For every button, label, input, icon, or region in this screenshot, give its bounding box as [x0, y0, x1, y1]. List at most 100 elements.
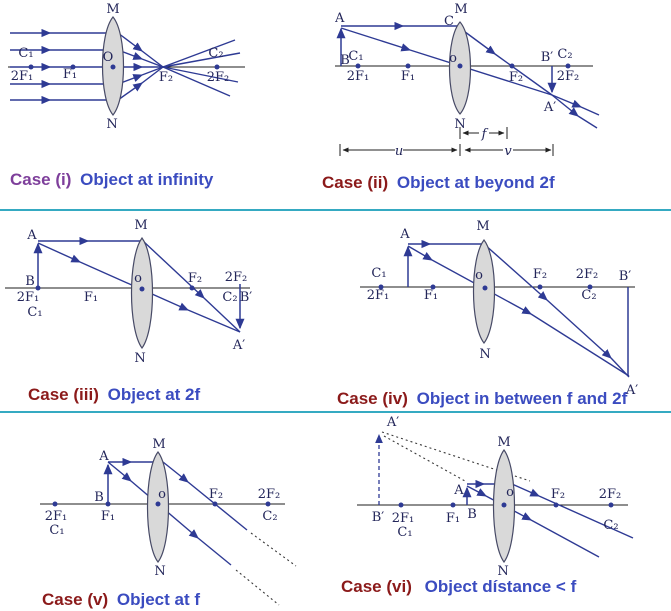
label-2f2: 2F₂	[225, 270, 248, 285]
label-f1: F₁	[101, 509, 115, 524]
label-o: o	[449, 51, 457, 66]
ray-segment	[407, 245, 433, 261]
ray-segment	[551, 94, 583, 108]
point-2f1-dot	[52, 501, 58, 507]
label-2f1: 2F₁	[17, 290, 40, 305]
point-2f1-dot	[355, 63, 361, 69]
label-b-prime: B′	[541, 50, 554, 65]
ray-segment	[409, 49, 553, 96]
virtual-ray-dotted	[381, 431, 531, 482]
point-2f2-dot	[587, 284, 593, 290]
diagram-case-v: A B 2F₁ C₁ F₁ M o N F₂ 2F₂ C₂	[40, 437, 297, 606]
label-n: N	[106, 117, 117, 132]
convex-lens	[130, 236, 154, 350]
caption-description: Object at beyond 2f	[396, 173, 555, 192]
caption-description: Object dístance < f	[424, 577, 577, 596]
ray-segment	[117, 82, 143, 101]
label-m: M	[152, 437, 165, 452]
label-n: N	[154, 564, 165, 579]
label-2f2: 2F₂	[258, 487, 281, 502]
label-b: B	[340, 53, 350, 68]
label-f1: F₁	[446, 511, 460, 526]
ray-segment	[577, 115, 598, 129]
label-2f1: 2F₁	[45, 509, 68, 524]
label-c2: C₂	[581, 288, 596, 303]
label-a-prime: A′	[232, 338, 245, 353]
label-o: O	[103, 50, 114, 65]
label-n: N	[134, 351, 145, 366]
label-o: o	[158, 487, 166, 502]
caption-case-label: Case (ii)	[322, 173, 389, 192]
label-c2: C₂	[208, 46, 223, 61]
optical-centre-dot	[155, 501, 161, 507]
label-c2: C₂	[222, 290, 237, 305]
ray-segment	[117, 32, 143, 52]
ray-segment	[511, 483, 541, 497]
point-2f1-dot	[378, 284, 384, 290]
caption-case-label: Case (v)	[42, 590, 109, 609]
label-a: A	[399, 227, 410, 242]
optical-centre-dot	[482, 285, 488, 291]
ray-segment	[203, 297, 241, 333]
label-a: A	[26, 228, 37, 243]
ray-segment	[340, 27, 412, 52]
label-2f2: 2F₂	[599, 487, 622, 502]
ray-segment	[141, 50, 164, 68]
ray-segment	[162, 52, 241, 68]
point-f2-dot	[189, 285, 195, 291]
point-f1-dot	[70, 64, 76, 70]
label-2f2: 2F₂	[207, 70, 230, 85]
label-f1: F₁	[401, 69, 415, 84]
label-a: A	[453, 483, 464, 498]
caption-case-iii: Case (iii) Object at 2f	[28, 385, 200, 405]
point-f2-dot	[537, 284, 543, 290]
convex-lens	[146, 451, 170, 563]
point-2f2-dot	[265, 501, 271, 507]
point-2f2-dot	[565, 63, 571, 69]
label-f2: F₂	[159, 70, 173, 85]
label-o: o	[506, 485, 514, 500]
diagram-case-ii: A B C₁ 2F₁ F₁ C M o N F₂ B′ C₂ 2F₂ A′ u …	[335, 2, 600, 159]
label-f2: F₂	[551, 487, 565, 502]
ray-segment	[141, 66, 164, 76]
caption-description: Object at infinity	[80, 170, 214, 189]
caption-case-i: Case (i) Object at infinity	[10, 170, 213, 190]
row-divider	[0, 209, 671, 211]
label-o: o	[134, 271, 142, 286]
point-f2-dot	[212, 501, 218, 507]
point-f2-dot	[509, 63, 515, 69]
ray-segment	[530, 313, 630, 377]
ray-segment	[141, 66, 164, 84]
label-n: N	[479, 347, 490, 362]
point-2f1-dot	[35, 285, 41, 291]
ray-segment	[162, 461, 189, 483]
optical-centre-dot	[457, 63, 463, 69]
label-c1: C₁	[18, 46, 33, 61]
point-f1-dot	[430, 284, 436, 290]
label-m: M	[106, 2, 119, 17]
row-divider	[0, 411, 671, 413]
diagram-case-vi: A′ B′ 2F₁ C₁ F₁ B A M o N F₂ 2F₂ C₂	[357, 415, 634, 579]
label-f2: F₂	[188, 271, 202, 286]
ray-segment	[551, 94, 579, 117]
label-f1: F₁	[63, 67, 77, 82]
ray-segment	[494, 53, 553, 96]
caption-case-vi: Case (vi) Object dístance < f	[341, 577, 576, 597]
ray-segment	[37, 242, 82, 263]
label-c2: C₂	[262, 509, 277, 524]
label-a-prime: A′	[386, 415, 399, 430]
ray-segment	[141, 58, 164, 68]
label-n: N	[497, 564, 508, 579]
label-2f2: 2F₂	[557, 69, 580, 84]
caption-case-label: Case (iv)	[337, 389, 408, 408]
ray-dotted-extension	[235, 569, 280, 606]
label-c1: C₁	[49, 523, 64, 538]
label-c1: C₁	[371, 266, 386, 281]
point-2f2-dot	[608, 502, 614, 508]
ray-segment	[530, 519, 600, 558]
ray-segment	[187, 309, 241, 333]
label-m: M	[497, 435, 510, 450]
point-f1-dot	[450, 502, 456, 508]
ray-segment	[580, 106, 600, 116]
